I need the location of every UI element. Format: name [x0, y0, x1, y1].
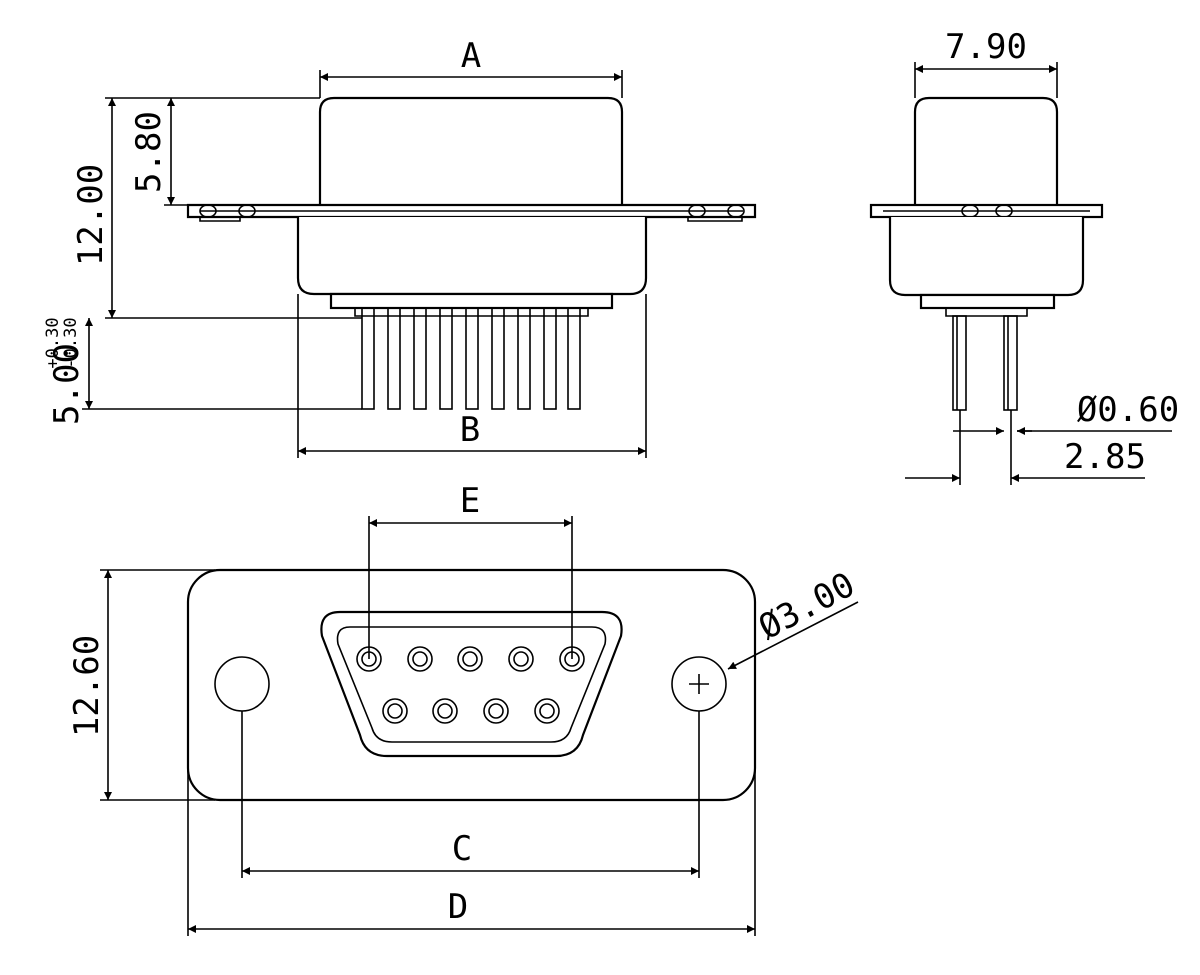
side-pin-base — [919, 293, 1056, 310]
dimension-c-label: C — [452, 829, 472, 869]
dimension-height-shell-label: 5.80 — [129, 111, 169, 193]
pin — [567, 307, 581, 410]
dimension-hole-diameter-label: Ø3.00 — [752, 565, 861, 648]
contact — [534, 698, 560, 724]
front-side-view: A 12.00 5.80 5.00 +0.30 -0.30 — [43, 36, 757, 458]
dimension-b: B — [297, 294, 647, 458]
front-face-view: E 12.60 Ø3.00 C D — [67, 481, 861, 936]
dimension-pin-length-label: 5.00 — [47, 343, 87, 425]
dimension-height-total-label: 12.00 — [71, 164, 111, 266]
dimension-a: A — [319, 36, 623, 98]
dimension-pin-length-tol-plus: +0.30 — [43, 317, 63, 368]
pin — [465, 307, 479, 410]
pin — [387, 307, 401, 410]
dimension-e-label: E — [460, 481, 480, 521]
d-shell-inner — [336, 626, 607, 743]
lower-body — [296, 217, 648, 296]
dimension-flange-height-label: 12.60 — [67, 635, 107, 737]
contact — [483, 698, 509, 724]
contact — [432, 698, 458, 724]
dimension-depth-label: 7.90 — [945, 27, 1027, 67]
contact — [508, 646, 534, 672]
d-shell-outer — [320, 610, 623, 758]
dimension-b-label: B — [460, 410, 480, 450]
dimension-c: C — [241, 711, 700, 878]
dimension-pin-pitch: 2.85 — [905, 410, 1146, 485]
pin — [413, 307, 427, 410]
dimension-a-label: A — [461, 36, 481, 76]
pin-row — [354, 307, 589, 410]
contact — [382, 698, 408, 724]
dimension-pin-pitch-label: 2.85 — [1064, 437, 1146, 477]
contact — [457, 646, 483, 672]
dimension-pin-diameter: Ø0.60 — [953, 390, 1179, 435]
side-lower-body — [888, 217, 1085, 297]
side-pin-right — [1003, 315, 1018, 411]
dimension-d-label: D — [448, 887, 468, 927]
pin — [439, 307, 453, 410]
dimension-d: D — [187, 750, 756, 936]
dimension-flange-height: 12.60 — [67, 569, 215, 801]
pin-base — [329, 292, 614, 310]
side-pin-left — [952, 315, 967, 411]
dimension-depth: 7.90 — [914, 27, 1058, 98]
pin — [491, 307, 505, 410]
upper-shell — [318, 96, 624, 205]
dimension-pin-length-tol-minus: -0.30 — [61, 317, 81, 368]
pin — [517, 307, 531, 410]
contact — [407, 646, 433, 672]
side-upper-shell — [913, 96, 1059, 205]
side-profile-view: 7.90 Ø0.60 2.85 — [869, 27, 1179, 485]
pin — [361, 307, 375, 410]
dimension-height-shell: 5.80 — [129, 98, 188, 206]
dimension-e: E — [368, 481, 573, 659]
pin — [543, 307, 557, 410]
dimension-pin-diameter-label: Ø0.60 — [1077, 390, 1179, 430]
dimension-pin-length: 5.00 +0.30 -0.30 — [43, 317, 362, 425]
dimension-height-total: 12.00 — [71, 97, 362, 319]
face-flange — [186, 568, 757, 802]
